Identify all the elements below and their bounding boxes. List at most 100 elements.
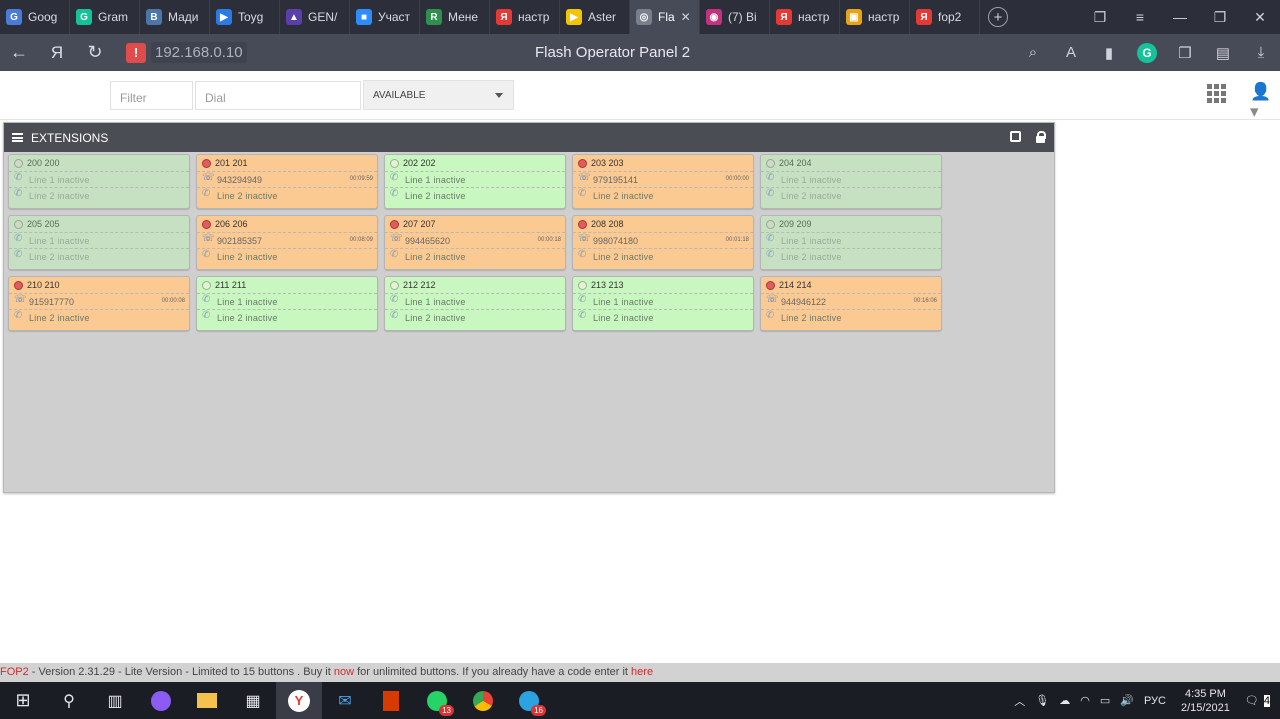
filter-input[interactable]: Filter	[110, 81, 193, 110]
address-bar: ← Я ↻ ! 192.168.0.10 Flash Operator Pane…	[0, 34, 1280, 71]
extension-button[interactable]: 202 202Line 1 inactiveLine 2 inactive	[384, 154, 566, 209]
reload-icon[interactable]: ↻	[87, 42, 103, 62]
browser-tab[interactable]: ▶Aster	[560, 0, 630, 34]
browser-tab[interactable]: ▣настр	[840, 0, 910, 34]
browser-tab[interactable]: ■Участ	[350, 0, 420, 34]
battery-icon[interactable]: ▭	[1099, 695, 1111, 707]
hamburger-icon[interactable]	[12, 133, 23, 142]
zoom-icon: ■	[356, 9, 372, 25]
extension-button[interactable]: 201 20194329494900:09:59Line 2 inactive	[196, 154, 378, 209]
telegram-icon[interactable]: 16	[506, 682, 552, 719]
phone-icon	[202, 188, 213, 201]
play-icon: ▶	[216, 9, 232, 25]
fop-toolbar: Filter Dial AVAILABLE	[0, 71, 1280, 120]
extension-button[interactable]: 208 20899807418000:01:18Line 2 inactive	[572, 215, 754, 270]
back-icon[interactable]: ←	[10, 42, 28, 62]
extension-button[interactable]: 204 204Line 1 inactiveLine 2 inactive	[760, 154, 942, 209]
phone-icon	[390, 310, 401, 323]
tab-list-icon[interactable]: ❐	[1093, 8, 1107, 25]
office-icon[interactable]	[368, 682, 414, 719]
new-tab-button[interactable]: +	[988, 7, 1008, 27]
browser-tab[interactable]: ◎Fla✕	[630, 0, 700, 34]
grammarly-extension-icon[interactable]: G	[1137, 42, 1157, 63]
extension-icon[interactable]: ▤	[1215, 44, 1231, 62]
tab-label: настр	[518, 10, 550, 24]
line-2-status: Line 2 inactive	[217, 190, 278, 201]
extension-button[interactable]: 210 21091591777000:00:08Line 2 inactive	[8, 276, 190, 331]
yandex-home-icon[interactable]: Я	[50, 42, 64, 62]
apps-grid-icon[interactable]	[1207, 84, 1226, 103]
clock[interactable]: 4:35 PM 2/15/2021	[1181, 687, 1230, 715]
call-timer: 00:00:08	[161, 298, 185, 304]
extension-button[interactable]: 209 209Line 1 inactiveLine 2 inactive	[760, 215, 942, 270]
extension-button[interactable]: 205 205Line 1 inactiveLine 2 inactive	[8, 215, 190, 270]
presence-select[interactable]: AVAILABLE	[363, 80, 514, 110]
whatsapp-icon[interactable]: 13	[414, 682, 460, 719]
download-icon[interactable]: ⤓	[1257, 44, 1265, 61]
chrome-icon[interactable]	[460, 682, 506, 719]
bookmark-icon[interactable]: ▮	[1104, 44, 1114, 62]
yandex-browser-icon[interactable]: Y	[276, 682, 322, 719]
extension-button[interactable]: 206 20690218535700:08:09Line 2 inactive	[196, 215, 378, 270]
line-2-status: Line 2 inactive	[405, 251, 466, 262]
address-url[interactable]: 192.168.0.10	[151, 42, 247, 63]
browser-tab[interactable]: ▲GEN/	[280, 0, 350, 34]
extension-button[interactable]: 213 213Line 1 inactiveLine 2 inactive	[572, 276, 754, 331]
dial-input[interactable]: Dial	[195, 81, 361, 110]
line-1-status: 915917770	[29, 296, 75, 307]
microphone-icon[interactable]: 🎙	[1035, 695, 1050, 707]
browser-tab[interactable]: ◉(7) Bi	[700, 0, 770, 34]
line-1-status: 902185357	[217, 235, 263, 246]
search-icon[interactable]: ⚲	[63, 692, 75, 710]
start-icon[interactable]: ⊞	[15, 690, 31, 710]
tab-label: Мади	[168, 10, 199, 24]
presence-dot-icon	[578, 280, 587, 290]
presence-dot-icon	[202, 219, 211, 229]
translate-icon[interactable]: A	[1065, 44, 1076, 61]
line-2-status: Line 2 inactive	[781, 312, 842, 323]
store-icon[interactable]: ▦	[245, 692, 261, 710]
minimize-icon[interactable]: —	[1173, 9, 1187, 25]
extension-button[interactable]: 207 20799446562000:00:18Line 2 inactive	[384, 215, 566, 270]
window-controls: ❐ ≡ — ❐ ✕	[1080, 0, 1280, 34]
wifi-icon[interactable]: ◠	[1080, 695, 1090, 707]
close-window-icon[interactable]: ✕	[1254, 8, 1266, 25]
menu-icon[interactable]: ≡	[1135, 9, 1145, 25]
cloud-icon[interactable]: ☁	[1059, 695, 1071, 707]
chevron-up-icon[interactable]: ︿	[1014, 695, 1026, 708]
collections-icon[interactable]: ❒	[1178, 44, 1192, 62]
maximize-icon[interactable]	[1010, 131, 1021, 142]
extension-button[interactable]: 212 212Line 1 inactiveLine 2 inactive	[384, 276, 566, 331]
close-tab-icon[interactable]: ✕	[680, 10, 691, 24]
extension-button[interactable]: 211 211Line 1 inactiveLine 2 inactive	[196, 276, 378, 331]
file-explorer-icon[interactable]	[184, 682, 230, 719]
enter-code-link[interactable]: here	[631, 666, 654, 678]
buy-now-link[interactable]: now	[333, 666, 355, 678]
user-menu-icon[interactable]: 👤▾	[1250, 82, 1272, 121]
extension-button[interactable]: 200 200Line 1 inactiveLine 2 inactive	[8, 154, 190, 209]
line-2-status: Line 2 inactive	[781, 190, 842, 201]
browser-tab[interactable]: ▶Toyg	[210, 0, 280, 34]
phone-icon	[766, 233, 777, 246]
line-1-status: 998074180	[593, 235, 639, 246]
mail-icon[interactable]: ✉	[338, 692, 352, 710]
extension-button[interactable]: 203 20397919514100:00:00Line 2 inactive	[572, 154, 754, 209]
volume-icon[interactable]: 🔊	[1120, 695, 1134, 707]
task-view-icon[interactable]: ▥	[107, 692, 123, 710]
insecure-warning-icon[interactable]: !	[126, 42, 146, 63]
notification-icon[interactable]: 🗨4	[1244, 695, 1270, 707]
extension-button[interactable]: 214 21494494612200:16:06Line 2 inactive	[760, 276, 942, 331]
zoom-icon[interactable]: ⌕	[1028, 44, 1038, 61]
alice-icon[interactable]	[138, 682, 184, 719]
line-1-status: Line 1 inactive	[781, 235, 842, 246]
language-indicator[interactable]: РУС	[1143, 694, 1166, 707]
restore-icon[interactable]: ❐	[1213, 8, 1227, 25]
lock-icon[interactable]	[1035, 131, 1046, 143]
